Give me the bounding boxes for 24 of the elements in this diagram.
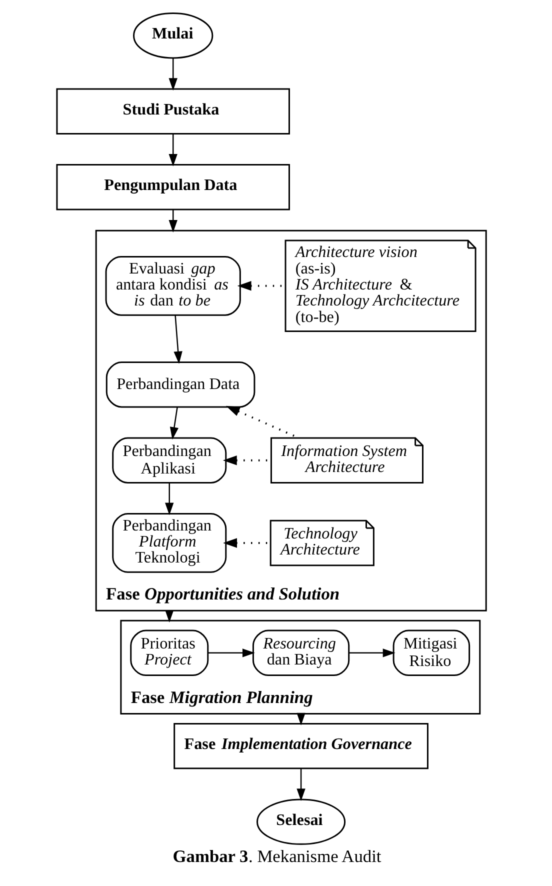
arrow [207, 648, 254, 658]
node-box: Mitigasi Risiko [392, 630, 470, 676]
arrow [164, 610, 174, 622]
node-box: Fase Implementation Governance [173, 722, 428, 770]
arrow [168, 210, 177, 232]
arrow [164, 483, 174, 516]
node-box: Pengumpulan Data [56, 164, 290, 210]
node-box: Resourcing dan Biaya [252, 630, 350, 676]
arrow [348, 648, 395, 658]
node-box: Perbandingan Aplikasi [112, 437, 226, 484]
node-box: Perbandingan Platform Teknologi [112, 513, 226, 573]
arrow [173, 315, 182, 364]
node-box: Prioritas Project [130, 630, 208, 676]
node-box: Evaluasi gap antara kondisi as is dan to be [104, 256, 240, 316]
caption: Gambar 3. Mekanisme Audit [172, 846, 381, 866]
arrow [168, 134, 177, 166]
arrow [168, 58, 177, 91]
arrow [296, 768, 305, 802]
node-ellipse: Selesai [256, 798, 346, 845]
arrow [169, 406, 178, 440]
arrow [222, 538, 270, 548]
node-ellipse: Mulai [132, 12, 213, 59]
node-box: Studi Pustaka [56, 88, 290, 134]
node-box: Perbandingan Data [105, 362, 255, 408]
